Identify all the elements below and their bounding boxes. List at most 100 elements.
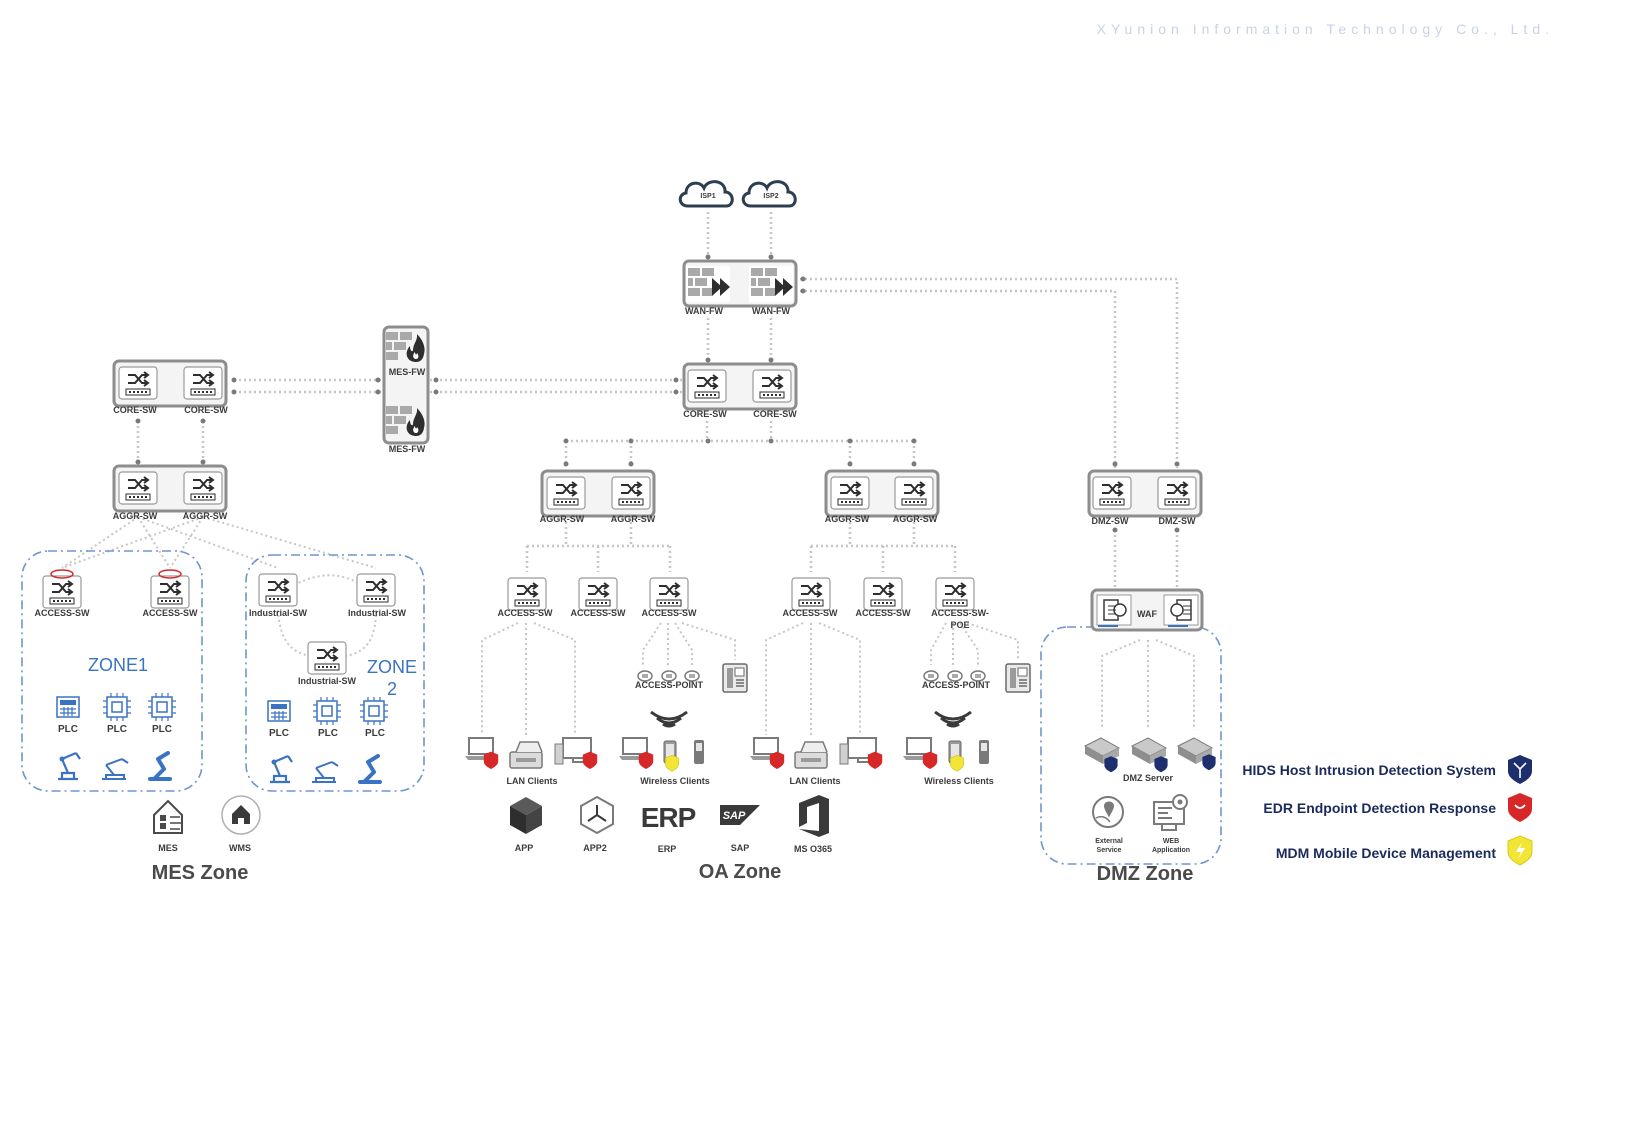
access-sw-poe-label: ACCESS-SW-: [931, 608, 989, 618]
oa-access-switch: [649, 577, 689, 611]
edr-badge-icon: [582, 751, 598, 769]
zone1-access-switch: [42, 575, 82, 609]
alert-ring-icon: [50, 569, 74, 579]
oa-access-poe-switch: [935, 577, 975, 611]
sap-label: SAP: [731, 843, 750, 853]
lan-clients-label: LAN Clients: [789, 776, 840, 786]
hids-shield-icon: [1508, 755, 1532, 784]
legend: HIDS Host Intrusion Detection System EDR…: [1242, 755, 1533, 866]
core-sw-label: CORE-SW: [753, 409, 797, 419]
zone1-boundary: [21, 550, 203, 792]
core-sw-label: CORE-SW: [184, 405, 228, 415]
aggr-sw-label: AGGR-SW: [113, 511, 158, 521]
edr-badge-icon: [483, 751, 499, 769]
aggr-sw-icon: [830, 476, 870, 510]
wan-fw-icon: [749, 266, 793, 302]
external-service-icon: [1092, 796, 1124, 828]
hids-badge-icon: [1202, 754, 1216, 771]
access-sw-poe-label: POE: [950, 620, 969, 630]
wan-fw-label: WAN-FW: [685, 306, 723, 316]
mes-fw-label: MES-FW: [389, 444, 426, 454]
access-point-label: ACCESS-POINT: [635, 680, 704, 690]
wireless-clients-label: Wireless Clients: [640, 776, 709, 786]
plc-panel-icon: [56, 696, 80, 718]
web-application-label: Application: [1152, 847, 1190, 854]
dmz-sw-label: DMZ-SW: [1159, 516, 1196, 526]
waf-device: [1090, 588, 1204, 632]
erp-logo: ERP: [641, 802, 696, 833]
oa-access-switch: [507, 577, 547, 611]
plc-label: PLC: [318, 728, 338, 739]
wan-fw-label: WAN-FW: [752, 306, 790, 316]
oa-zone-title: OA Zone: [699, 861, 782, 883]
access-sw-label: ACCESS-SW: [855, 608, 911, 618]
dmz-server-label: DMZ Server: [1123, 773, 1174, 783]
core-sw-icon: [687, 369, 727, 403]
access-sw-label: ACCESS-SW: [497, 608, 553, 618]
core-sw-icon: [118, 366, 158, 400]
wifi-signal-icon: [650, 710, 688, 728]
legend-edr-label: EDR Endpoint Detection Response: [1263, 800, 1496, 816]
office365-icon: [799, 795, 829, 837]
alert-ring-icon: [158, 569, 182, 579]
access-sw-label: ACCESS-SW: [142, 608, 198, 618]
plc-panel-icon: [267, 700, 291, 722]
aggr-sw-label: AGGR-SW: [893, 514, 938, 524]
waf-shield-icon: [1103, 599, 1127, 621]
oa-access-switch: [791, 577, 831, 611]
plc-label: PLC: [152, 724, 172, 735]
access-point-label: ACCESS-POINT: [922, 680, 991, 690]
phone-icon: [979, 740, 989, 764]
wan-fw-icon: [686, 266, 730, 302]
robot-arm-icon: [56, 751, 82, 781]
industrial-sw-label: Industrial-SW: [298, 676, 357, 686]
plc-label: PLC: [58, 724, 78, 735]
industrial-switch: [258, 573, 298, 607]
app2-hexagon-icon: [580, 795, 614, 835]
web-application-label: WEB: [1163, 838, 1179, 845]
company-name: XYunion Information Technology Co., Ltd.: [1097, 21, 1554, 37]
dmz-switch: [1087, 461, 1203, 533]
waf-shield-icon: [1170, 599, 1192, 621]
robot-arm-icon: [148, 751, 172, 781]
wms-app-label: WMS: [229, 843, 251, 853]
robot-arm-icon: [358, 754, 382, 784]
plc-chip-icon: [102, 692, 132, 722]
plc-label: PLC: [269, 728, 289, 739]
aggr-sw-label: AGGR-SW: [183, 511, 228, 521]
oa-aggr-switch-right: [824, 438, 940, 518]
edr-shield-icon: [1508, 793, 1532, 822]
aggr-sw-label: AGGR-SW: [825, 514, 870, 524]
mes-app-icon: [153, 799, 183, 834]
oa-aggr-switch-left: [540, 438, 656, 518]
external-service-label: External: [1095, 838, 1123, 845]
core-sw-icon: [752, 369, 792, 403]
dmz-sw-label: DMZ-SW: [1092, 516, 1129, 526]
edr-badge-icon: [769, 751, 785, 769]
app-cube-icon: [510, 797, 542, 834]
industrial-sw-label: Industrial-SW: [249, 608, 308, 618]
zone1-label: ZONE1: [88, 655, 148, 675]
access-sw-label: ACCESS-SW: [570, 608, 626, 618]
plc-label: PLC: [107, 724, 127, 735]
zone2-label: 2: [387, 679, 397, 699]
access-sw-label: ACCESS-SW: [641, 608, 697, 618]
aggr-sw-icon: [183, 471, 223, 505]
oa-access-switch: [863, 577, 903, 611]
wms-app-icon: [221, 795, 261, 835]
robot-arm-icon: [311, 761, 339, 783]
web-application-icon: [1153, 794, 1188, 831]
aggr-sw-icon: [118, 471, 158, 505]
zone2-boundary: [245, 554, 425, 792]
aggr-sw-label: AGGR-SW: [540, 514, 585, 524]
aggr-switch-left: [112, 459, 228, 513]
printer-icon: [794, 741, 828, 769]
dmz-sw-icon: [1157, 476, 1197, 510]
plc-chip-icon: [359, 696, 389, 726]
wan-firewall: [682, 254, 806, 308]
core-sw-label: CORE-SW: [113, 405, 157, 415]
mdm-badge-icon: [665, 755, 679, 772]
plc-chip-icon: [147, 692, 177, 722]
edr-badge-icon: [638, 751, 654, 769]
